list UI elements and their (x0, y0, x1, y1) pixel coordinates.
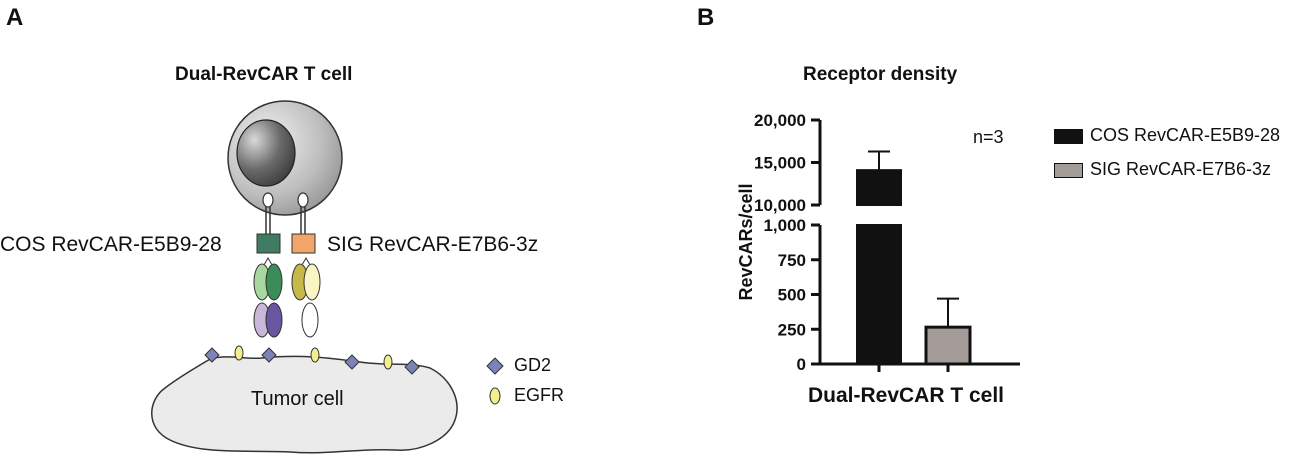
legend-label-sig: SIG RevCAR-E7B6-3z (1090, 159, 1272, 179)
panel-letter-a: A (6, 4, 24, 31)
y-tick-label: 20,000 (754, 111, 806, 130)
t-cell (227, 100, 343, 216)
cos-receptor (253, 192, 283, 338)
y-tick-label: 10,000 (754, 196, 806, 215)
sig-signaling-domain (291, 233, 316, 254)
bar (856, 169, 902, 206)
y-tick-label: 1,000 (763, 216, 806, 235)
ellipse-icon (489, 387, 501, 405)
panel-a-title: Dual-RevCAR T cell (175, 64, 353, 85)
x-axis-label: Dual-RevCAR T cell (808, 384, 1004, 407)
legend-label-cos: COS RevCAR-E5B9-28 (1090, 125, 1281, 145)
gd2-antigen (204, 347, 220, 363)
sig-receptor-label: SIG RevCAR-E7B6-3z (327, 233, 539, 256)
egfr-antigen (310, 347, 320, 363)
gd2-antigen (261, 347, 277, 363)
gd2-antigen (344, 354, 360, 370)
cos-receptor-label: COS RevCAR-E5B9-28 (0, 233, 222, 256)
tumor-cell (151, 355, 458, 454)
tumor-antigens (204, 345, 420, 375)
legend-gd2-label: GD2 (514, 355, 552, 375)
y-tick-label: 500 (778, 286, 806, 305)
tumor-cell-label: Tumor cell (251, 388, 344, 410)
n-label: n=3 (973, 127, 1004, 147)
y-tick-label: 750 (778, 251, 806, 270)
panel-letter-b: B (697, 4, 715, 31)
bar (856, 224, 902, 365)
y-axis-label: RevCARs/cell (736, 183, 756, 300)
y-tick-label: 0 (797, 355, 806, 374)
chart-title: Receptor density (803, 64, 958, 85)
gd2-antigen (404, 359, 420, 375)
legend-egfr-label: EGFR (514, 385, 565, 405)
y-tick-label: 250 (778, 320, 806, 339)
legend-swatch-cos (1054, 129, 1083, 144)
egfr-antigen (383, 354, 393, 370)
cos-signaling-domain (256, 233, 281, 254)
y-tick-label: 15,000 (754, 154, 806, 173)
sig-receptor (291, 192, 321, 338)
egfr-antigen (234, 345, 244, 361)
legend-swatch-sig (1054, 163, 1083, 178)
dual-revcar-diagram (151, 100, 504, 454)
bar (924, 325, 972, 366)
diamond-icon (486, 357, 504, 375)
